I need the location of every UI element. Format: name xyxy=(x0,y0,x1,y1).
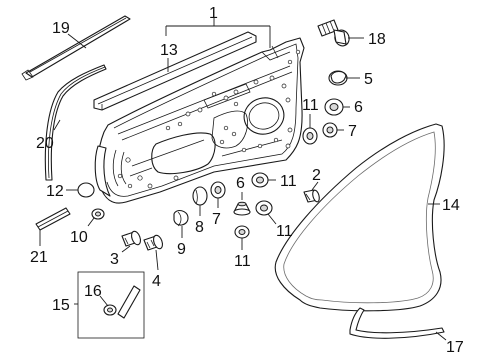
part-4-hinge-bolt xyxy=(143,234,164,251)
callout-13: 13 xyxy=(160,42,178,59)
callout-8: 8 xyxy=(195,219,204,236)
part-7-plug-right xyxy=(322,122,338,138)
callout-2: 2 xyxy=(312,167,321,184)
callout-11-middle: 11 xyxy=(280,173,297,190)
part-5-cap xyxy=(328,70,348,86)
part-8-plug xyxy=(192,186,208,206)
part-15-strip xyxy=(117,285,141,319)
callout-labels: 1 13 19 20 18 5 6 7 11 11 2 6 11 11 7 8 … xyxy=(30,5,464,356)
part-13-frame-molding xyxy=(93,31,257,111)
callout-17: 17 xyxy=(446,339,464,356)
part-11-plug-bottom xyxy=(234,225,250,239)
part-18-stopper xyxy=(317,19,350,47)
part-21-trim-strip xyxy=(35,207,71,231)
part-16-clip xyxy=(103,304,117,316)
part-15-kit-box xyxy=(77,271,145,339)
callout-5: 5 xyxy=(364,71,373,88)
part-11-plug-lower-right xyxy=(255,200,273,216)
callout-6-upper: 6 xyxy=(354,99,363,116)
callout-7-lower: 7 xyxy=(212,211,221,228)
callout-10: 10 xyxy=(70,229,88,246)
part-1-door-shell xyxy=(94,37,305,204)
leader-lines xyxy=(39,18,447,341)
part-10-clip xyxy=(91,208,105,220)
callout-11-upper: 11 xyxy=(302,97,319,114)
callout-1: 1 xyxy=(209,5,218,22)
part-14-weatherstrip xyxy=(274,123,445,312)
part-12-plug xyxy=(77,182,95,198)
callout-4: 4 xyxy=(152,273,161,290)
part-9-clip xyxy=(173,209,189,227)
callout-15: 15 xyxy=(52,297,70,314)
part-6-grommet-lower xyxy=(233,201,251,216)
callout-14: 14 xyxy=(442,197,460,214)
callout-11-lower-right: 11 xyxy=(276,223,293,240)
part-3-hinge-bolt xyxy=(121,230,142,247)
callout-19: 19 xyxy=(52,20,70,37)
callout-16: 16 xyxy=(84,283,102,300)
part-17-sill-strip xyxy=(349,307,445,339)
callout-7-right: 7 xyxy=(348,123,357,140)
part-7-plug-lower xyxy=(210,181,226,199)
part-19-belt-molding xyxy=(21,15,131,81)
part-2-bolt xyxy=(303,189,320,203)
callout-20: 20 xyxy=(36,135,54,152)
part-6-grommet-upper xyxy=(324,98,344,116)
callout-11-bottom: 11 xyxy=(234,253,251,270)
callout-9: 9 xyxy=(177,241,186,258)
callout-3: 3 xyxy=(110,251,119,268)
part-20-sash-trim xyxy=(44,64,107,181)
callout-18: 18 xyxy=(368,31,386,48)
callout-21: 21 xyxy=(30,249,48,266)
callout-12: 12 xyxy=(46,183,64,200)
part-11-plug-upper xyxy=(302,127,318,145)
part-11-plug-middle xyxy=(251,172,269,188)
callout-6-lower: 6 xyxy=(236,175,245,192)
